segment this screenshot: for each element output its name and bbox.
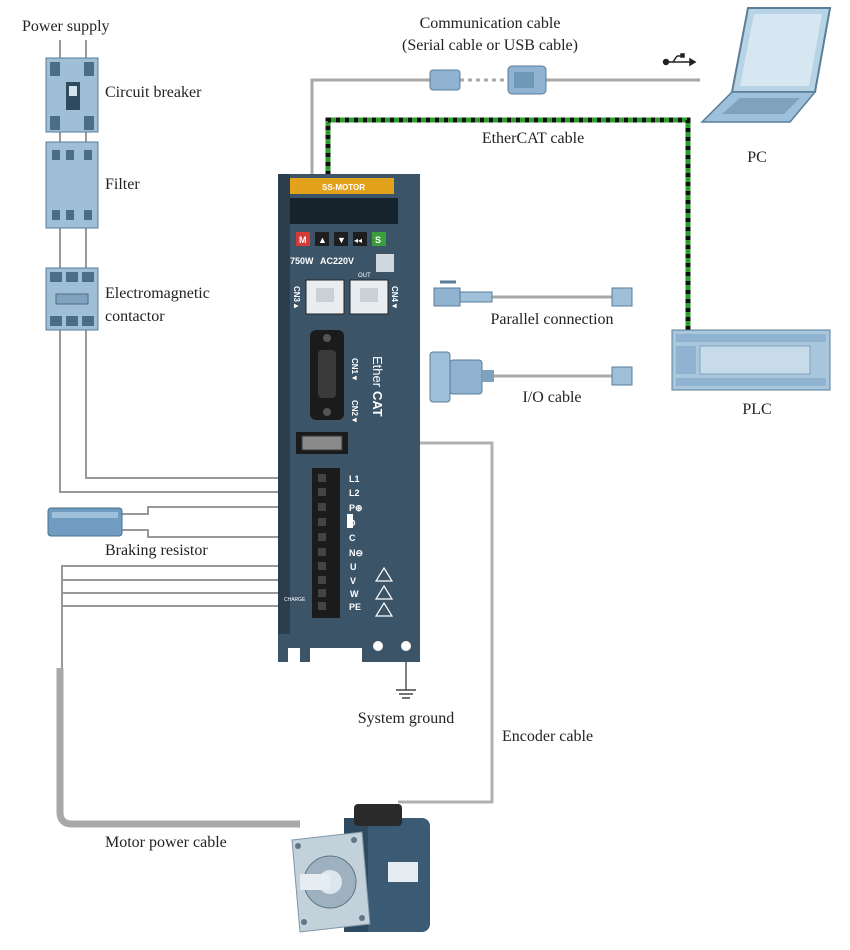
parallel-connection-label: Parallel connection xyxy=(490,311,613,328)
cn4-label: CN4▼ xyxy=(390,286,399,310)
contactor-label-line1: Electromagnetic xyxy=(105,285,210,302)
plc-label: PLC xyxy=(742,401,771,418)
parallel-end-terminal xyxy=(611,287,633,307)
svg-text:N⊖: N⊖ xyxy=(349,548,363,558)
rating-voltage: AC220V xyxy=(320,256,354,266)
terminal-labels: L1 L2 P⊕ D C N⊖ U V W PE xyxy=(349,474,363,612)
terminal-slots xyxy=(318,474,326,610)
button-up[interactable] xyxy=(315,232,329,246)
cn2-label: CN2▼ xyxy=(350,400,359,424)
brand-strip xyxy=(290,178,394,194)
power-supply-label: Power supply xyxy=(22,18,110,35)
filter xyxy=(45,141,99,229)
laptop-pc xyxy=(700,7,832,123)
labels: Power supply Circuit breaker Filter Elec… xyxy=(22,15,772,851)
io-end-terminal xyxy=(611,366,633,386)
parallel-connector xyxy=(433,280,633,307)
comm-cable-label-line1: Communication cable xyxy=(420,15,561,32)
cn3-label: CN3▲ xyxy=(292,286,301,310)
svg-text:L1: L1 xyxy=(349,474,360,484)
db9-connector xyxy=(507,65,547,95)
pc-label: PC xyxy=(747,149,767,166)
ethercat-logo-cat: CAT xyxy=(370,391,385,417)
io-connector xyxy=(429,351,633,403)
comm-cable-label-line2: (Serial cable or USB cable) xyxy=(402,37,578,54)
svg-text:P⊕: P⊕ xyxy=(349,503,363,513)
svg-text:PE: PE xyxy=(349,602,361,612)
nameplate xyxy=(388,862,418,882)
filter-label: Filter xyxy=(105,176,140,193)
button-shift[interactable] xyxy=(353,232,367,246)
l2-cable xyxy=(59,330,322,493)
io-cable-label: I/O cable xyxy=(522,389,581,406)
motor-power-cable xyxy=(56,668,300,828)
braking-resistor-label: Braking resistor xyxy=(105,542,208,559)
svg-text:M: M xyxy=(299,235,307,245)
svg-text:▼: ▼ xyxy=(337,235,346,245)
svg-text:U: U xyxy=(350,562,357,572)
button-down[interactable] xyxy=(334,232,348,246)
encoder-cable-label: Encoder cable xyxy=(502,728,593,745)
braking-resistor xyxy=(47,507,123,537)
servo-drive: SS-MOTOR M ▲ ▼ ◂◂ S 750W AC220V OUT CN3▲… xyxy=(278,174,420,662)
contactor-label-line2: contactor xyxy=(105,308,165,325)
svg-text:◂◂: ◂◂ xyxy=(354,236,362,245)
motor-power-cable-label: Motor power cable xyxy=(105,834,227,851)
braking-cable-p xyxy=(122,506,322,515)
servo-motor xyxy=(291,804,430,933)
plc xyxy=(671,329,831,391)
ground-icon xyxy=(396,689,416,699)
rating-power: 750W xyxy=(290,256,314,266)
braking-cable-c xyxy=(122,529,322,538)
motor-connector xyxy=(354,804,402,826)
brand-text: SS-MOTOR xyxy=(322,183,365,192)
qr-code-icon xyxy=(376,254,394,272)
serial-connector xyxy=(429,69,461,91)
jumper xyxy=(347,514,353,528)
circuit-breaker-label: Circuit breaker xyxy=(105,84,202,101)
svg-text:S: S xyxy=(375,235,381,245)
encoder-cable xyxy=(352,441,494,804)
warning-icon xyxy=(374,566,394,617)
charge-label: CHARGE xyxy=(284,597,306,603)
l1-cable xyxy=(85,330,322,479)
electromagnetic-contactor xyxy=(45,267,99,331)
led-display xyxy=(290,198,398,224)
svg-text:OUT: OUT xyxy=(358,273,371,279)
svg-text:W: W xyxy=(350,589,359,599)
ethercat-cable-label: EtherCAT cable xyxy=(482,130,584,147)
usb-icon xyxy=(662,53,697,67)
circuit-breaker xyxy=(45,57,99,133)
ground-screw-icon xyxy=(373,641,383,651)
system-ground-label: System ground xyxy=(358,710,454,727)
communication-cable xyxy=(310,78,430,178)
button-m[interactable] xyxy=(296,232,310,246)
svg-text:V: V xyxy=(350,576,356,586)
svg-text:C: C xyxy=(349,533,356,543)
ethercat-logo-ether: Ether xyxy=(370,356,385,388)
cn1-label: CN1▼ xyxy=(350,358,359,382)
svg-text:▲: ▲ xyxy=(318,235,327,245)
button-s[interactable] xyxy=(372,232,386,246)
svg-text:L2: L2 xyxy=(349,488,360,498)
